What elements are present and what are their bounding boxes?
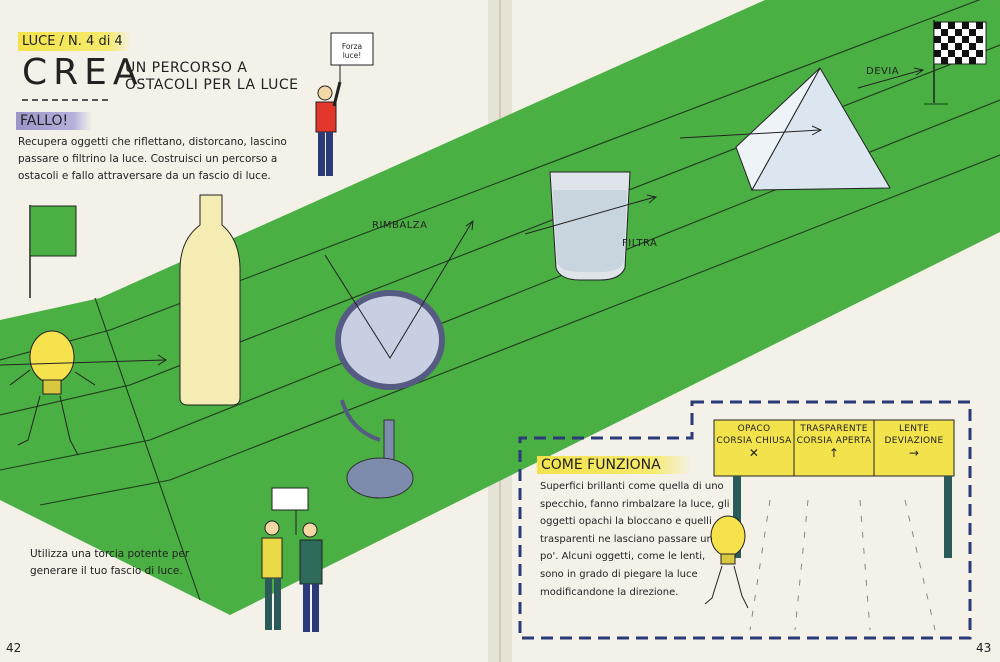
prism-icon xyxy=(735,66,891,192)
green-flag-icon xyxy=(29,205,77,298)
lane-sign-lens: LENTE DEVIAZIONE → xyxy=(874,423,954,459)
page-number-right: 43 xyxy=(976,641,992,655)
sign-board xyxy=(330,32,374,82)
sign-text: Forza luce! xyxy=(341,42,363,60)
explanation-text: Superfici brillanti come quella di uno s… xyxy=(540,481,730,598)
lane-lens-line1: LENTE xyxy=(898,424,930,434)
glass-icon xyxy=(549,171,631,281)
lane-sign-opaque: OPACO CORSIA CHIUSA ✕ xyxy=(714,423,794,459)
section-heading-come-funziona: COME FUNZIONA xyxy=(537,456,691,474)
arrow-up-icon: ↑ xyxy=(828,446,840,460)
label-bounce: RIMBALZA xyxy=(372,220,428,231)
bottle-icon xyxy=(179,194,241,406)
page-title: CREA xyxy=(22,52,144,93)
page-subtitle: UN PERCORSO A OSTACOLI PER LA LUCE xyxy=(125,60,299,93)
page-number-left: 42 xyxy=(6,641,22,655)
checkered-flag-icon xyxy=(924,20,987,105)
label-filter: FILTRA xyxy=(622,238,658,249)
label-deviate: DEVIA xyxy=(866,66,900,77)
lane-opaque-line1: OPACO xyxy=(737,424,771,434)
lane-sign-board xyxy=(713,419,955,631)
two-spectators xyxy=(261,487,323,632)
lane-transparent-line2: CORSIA APERTA xyxy=(796,436,872,446)
section-heading-fallo: FALLO! xyxy=(16,112,93,130)
small-light-bulb-runner-icon xyxy=(704,515,749,609)
arrow-right-icon: → xyxy=(908,446,920,460)
person-with-sign xyxy=(315,81,342,176)
lane-lens-line2: DEVIAZIONE xyxy=(884,436,944,446)
series-label: LUCE / N. 4 di 4 xyxy=(18,32,131,51)
light-bulb-runner-icon xyxy=(9,330,96,456)
instructions-text: Recupera oggetti che riflettano, distorc… xyxy=(18,136,287,182)
tip-text: Utilizza una torcia potente per generare… xyxy=(30,548,190,577)
lane-sign-transparent: TRASPARENTE CORSIA APERTA ↑ xyxy=(794,423,874,459)
lane-opaque-line2: CORSIA CHIUSA xyxy=(716,436,792,446)
lane-transparent-line1: TRASPARENTE xyxy=(800,424,868,434)
dashed-frame xyxy=(518,400,972,640)
x-mark-icon: ✕ xyxy=(748,446,760,460)
